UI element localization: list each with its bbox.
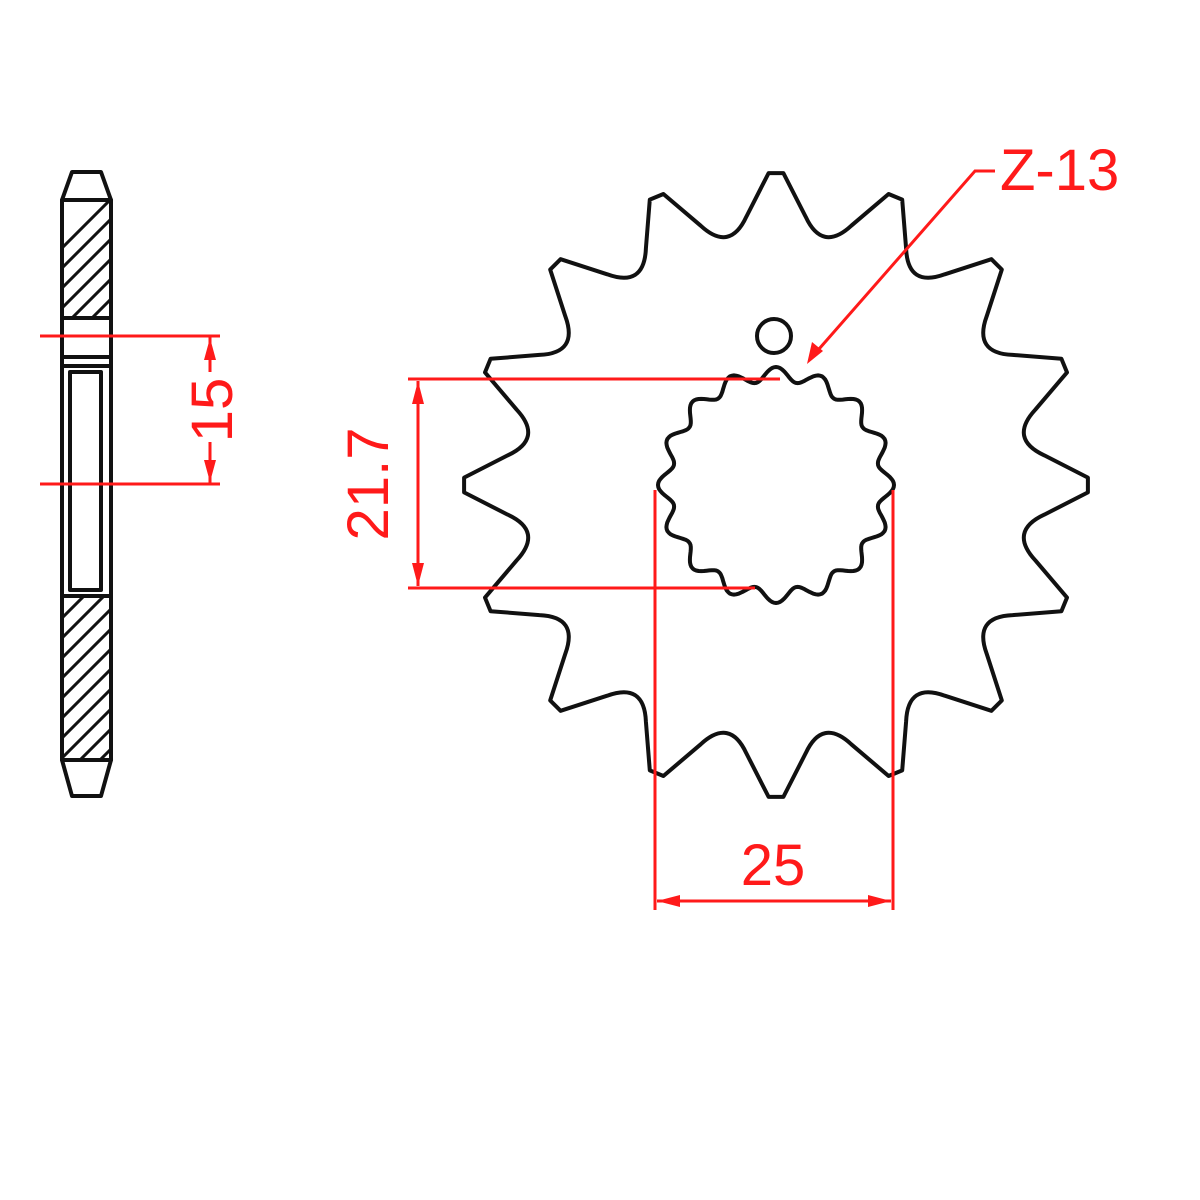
hatch-bottom (64, 596, 110, 758)
side-view: 15 (40, 170, 245, 798)
mounting-hole (755, 317, 793, 355)
dimension-25: 25 (653, 490, 895, 910)
front-view: 21.7 25 Z-13 (336, 138, 1119, 910)
dimension-21-7-label: 21.7 (336, 428, 401, 541)
side-bore (68, 370, 103, 592)
sprocket-outer-teeth (462, 171, 1090, 799)
teeth-count-label: Z-13 (1000, 138, 1119, 203)
teeth-count-leader: Z-13 (807, 138, 1119, 364)
dimension-21-7: 21.7 (336, 377, 780, 590)
dimension-15: 15 (40, 334, 245, 486)
dimension-25-label: 25 (741, 833, 806, 898)
side-top-chamfer (60, 170, 113, 202)
side-bottom-chamfer (60, 758, 113, 798)
spline-bore (656, 365, 896, 605)
dimension-15-label: 15 (180, 378, 245, 443)
hatch-top (64, 202, 110, 320)
